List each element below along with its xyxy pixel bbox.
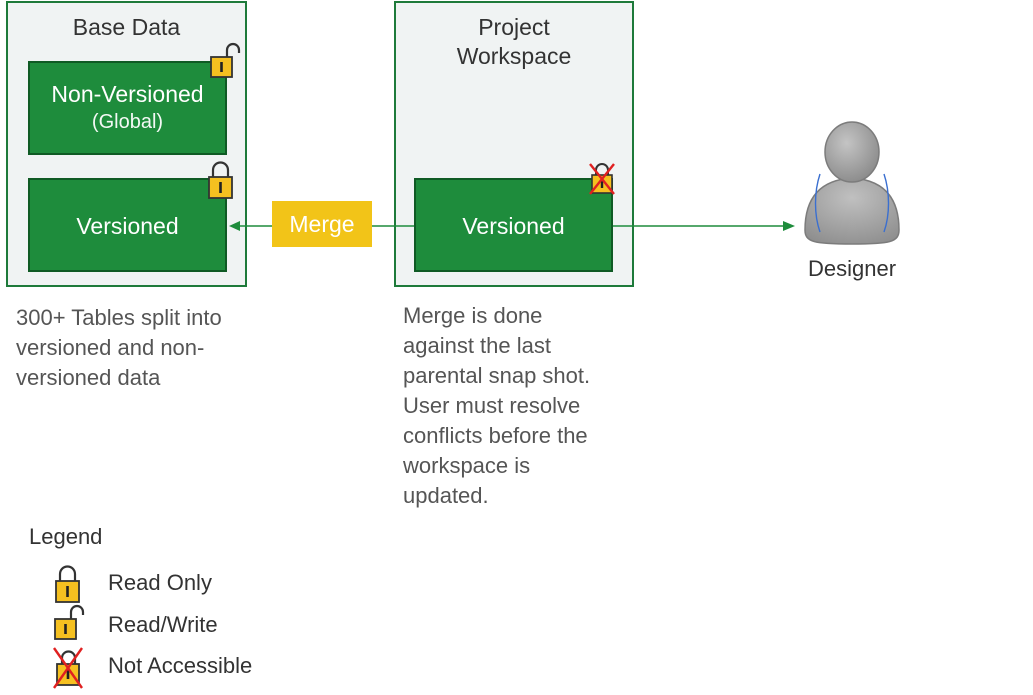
legend-read-write-label: Read/Write <box>108 612 218 637</box>
legend-open-lock-icon <box>50 602 90 642</box>
merge-label: Merge <box>289 211 355 237</box>
workspace-note-line: updated. <box>403 483 489 508</box>
base-versioned-label: Versioned <box>76 213 179 239</box>
non-versioned-label: Non-Versioned <box>51 81 204 107</box>
project-workspace-title-line1: Project <box>478 14 550 40</box>
designer-person-icon <box>800 120 904 250</box>
designer-label: Designer <box>808 256 897 281</box>
merge-box: Merge <box>272 201 372 247</box>
closed-lock-icon <box>205 160 237 200</box>
workspace-note-line: conflicts before the <box>403 423 588 448</box>
workspace-note-line: Merge is done <box>403 303 543 328</box>
base-data-note-line: versioned and non- <box>16 335 205 360</box>
legend-closed-lock-icon <box>52 564 84 604</box>
open-lock-icon <box>206 40 246 80</box>
non-versioned-box: Non-Versioned (Global) <box>28 61 227 155</box>
workspace-note: Merge is done against the last parental … <box>403 301 590 511</box>
base-data-note-line: 300+ Tables split into <box>16 305 222 330</box>
workspace-note-line: workspace is <box>403 453 531 478</box>
legend-read-only-label: Read Only <box>108 570 212 595</box>
base-data-title: Base Data <box>72 14 181 40</box>
workspace-versioned-box: Versioned <box>414 178 613 272</box>
base-data-note-line: versioned data <box>16 365 161 390</box>
legend-crossed-lock-icon <box>51 645 85 691</box>
workspace-note-line: against the last <box>403 333 551 358</box>
legend-not-accessible-label: Not Accessible <box>108 653 253 678</box>
crossed-lock-icon <box>586 160 618 196</box>
workspace-note-line: parental snap shot. <box>403 363 591 388</box>
base-versioned-box: Versioned <box>28 178 227 272</box>
workspace-note-line: User must resolve <box>403 393 581 418</box>
legend-title: Legend <box>29 524 103 549</box>
workspace-versioned-label: Versioned <box>462 213 565 239</box>
non-versioned-sublabel: (Global) <box>91 111 164 133</box>
base-data-note: 300+ Tables split into versioned and non… <box>16 303 222 393</box>
project-workspace-title-line2: Workspace <box>456 43 572 69</box>
